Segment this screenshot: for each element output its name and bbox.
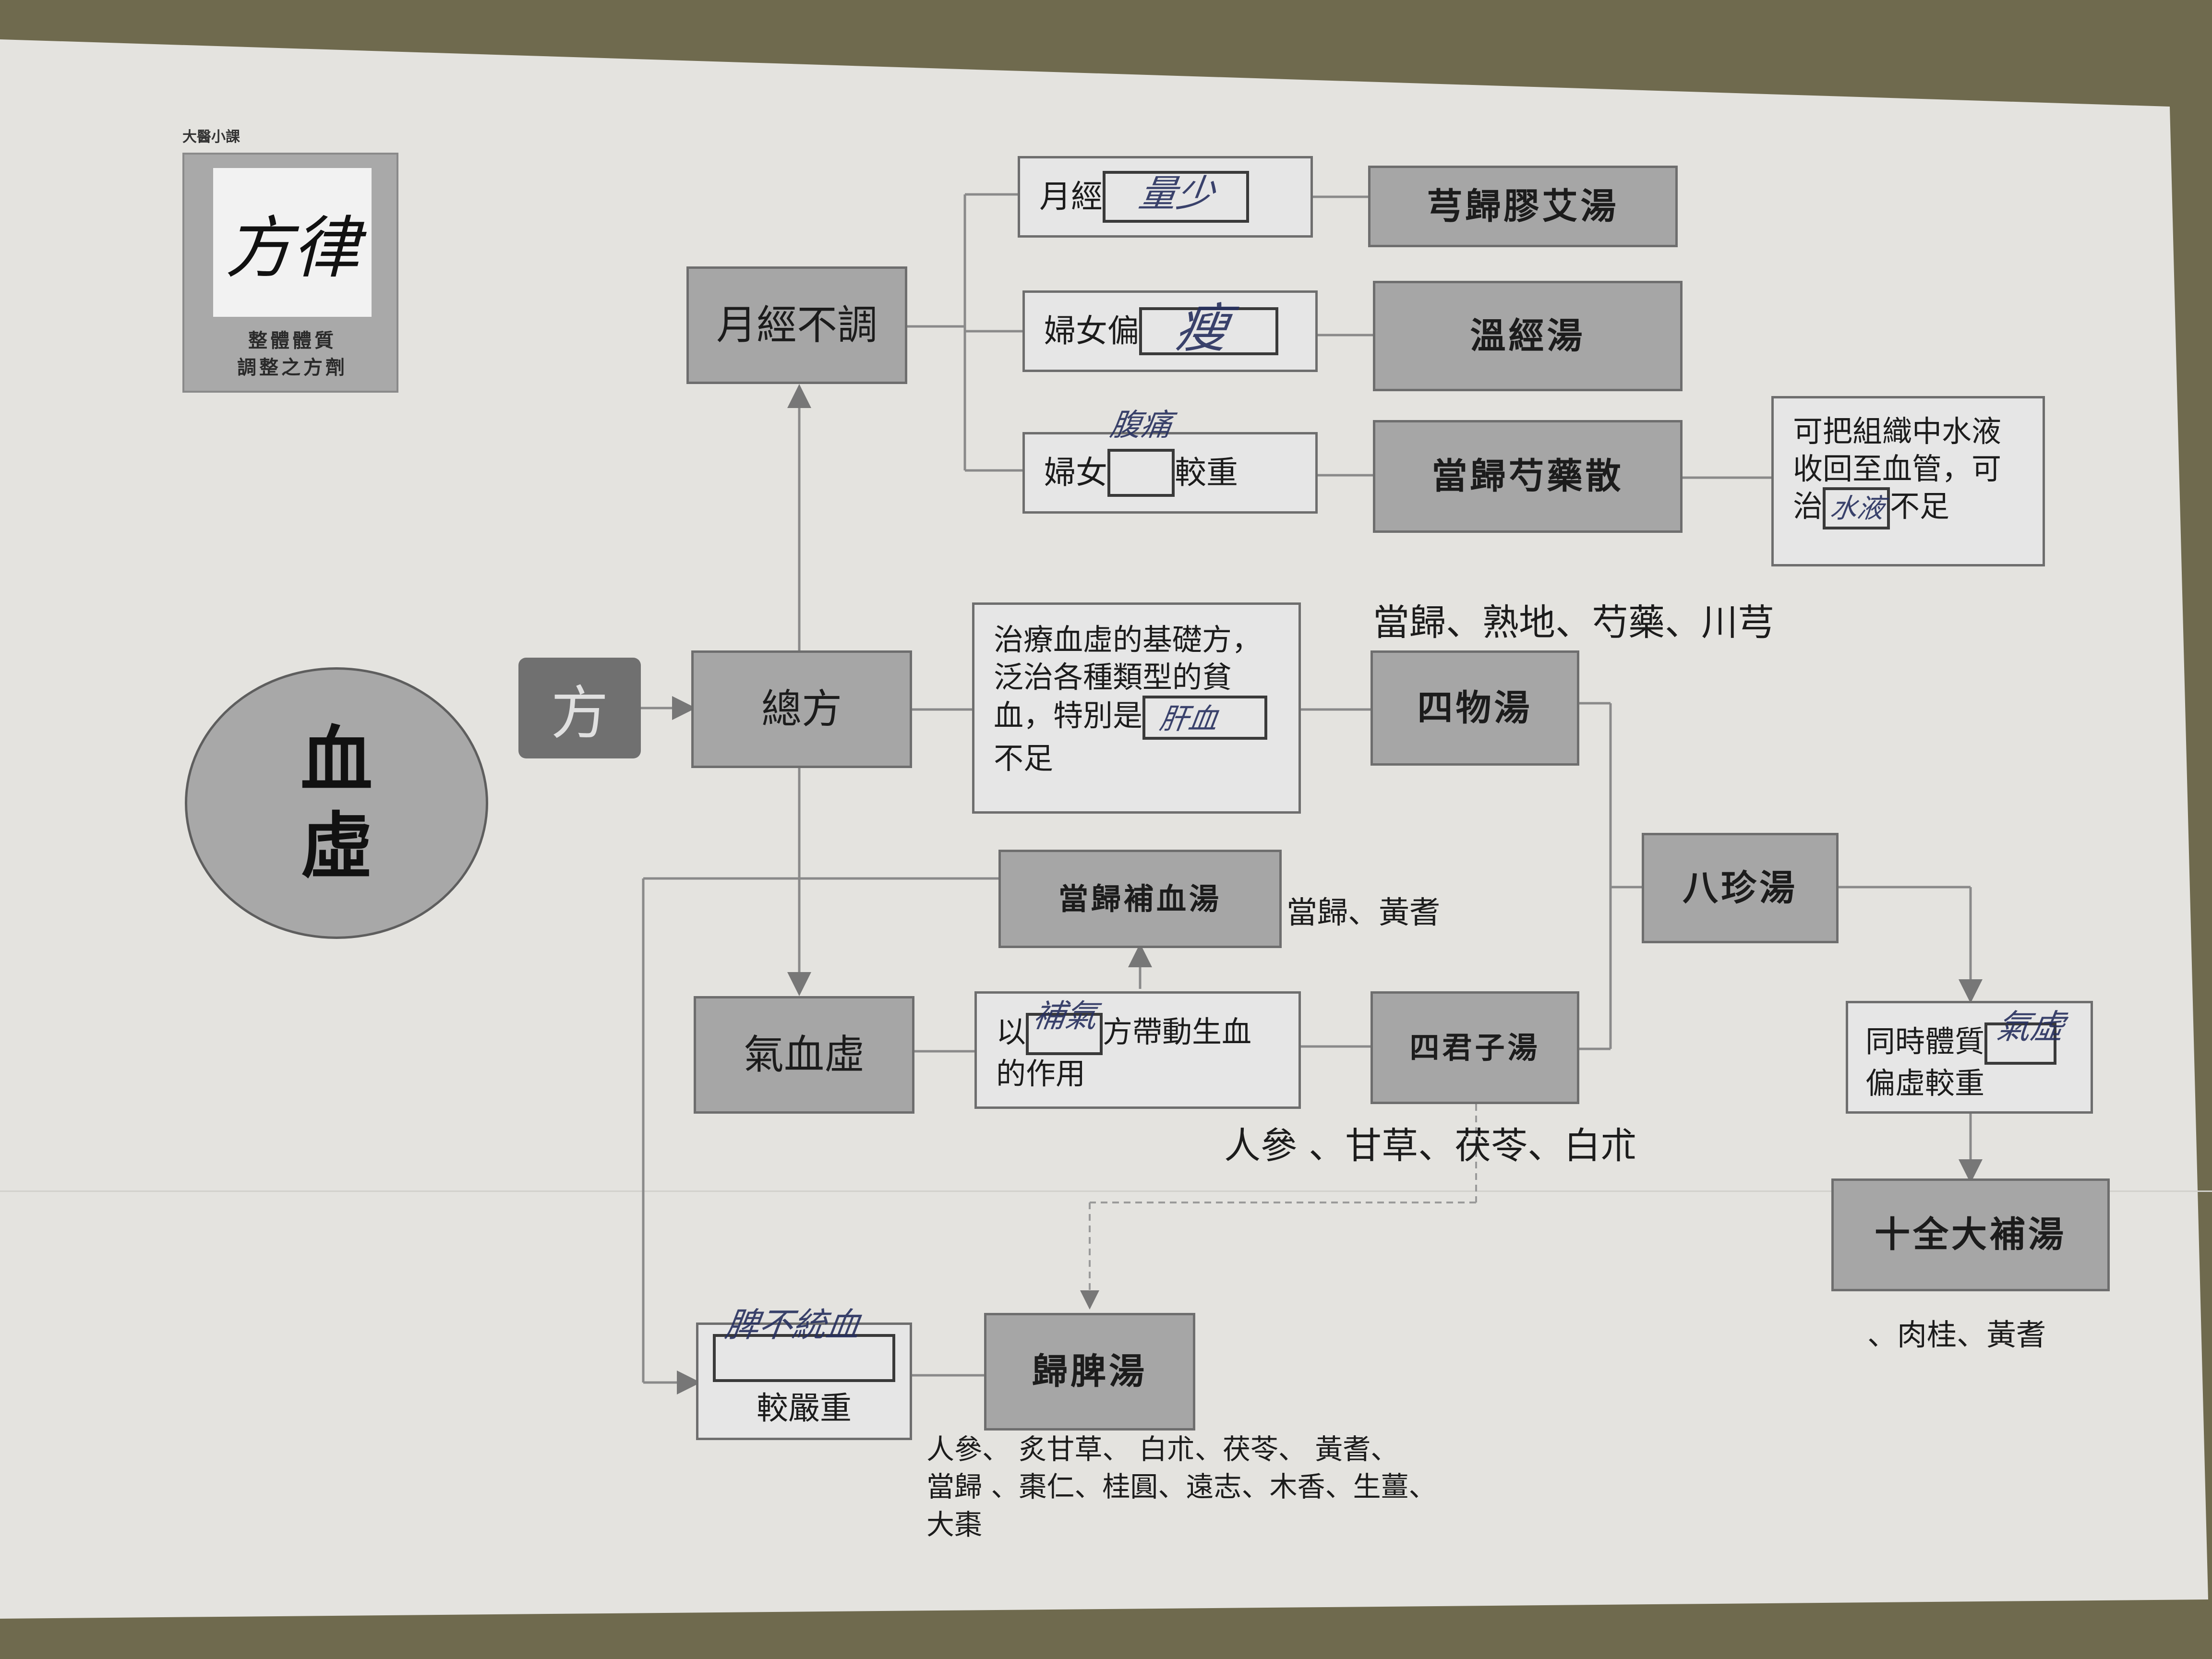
cond3-suffix: 較重 [1175,454,1238,491]
ingredients-shiquan: 、肉桂、黃耆 [1867,1317,2046,1352]
formula-guipi: 歸脾湯 [984,1313,1195,1431]
formula-bazhen: 八珍湯 [1642,833,1839,943]
desc-basis-line4: 不足 [994,741,1054,776]
logo-caption-line1: 整體體質 [248,330,337,352]
desc-basis: 治療血虛的基礎方， 泛治各種類型的貧 血，特別是肝血 不足 [972,602,1301,814]
cond-fuyu-futong: 婦女 腹痛 較重 [1022,408,1318,514]
desc-shuiye-line3: 治水液不足 [1793,487,2001,529]
formula-wenjing: 溫經湯 [1373,281,1683,391]
desc-shuiye: 可把組織中水液 收回至血管，可 治水液不足 [1771,396,2045,566]
blank-4: 水液 [1823,487,1890,529]
desc-tizhi-l1: 同時體質 [1865,1024,1985,1059]
blank-6: 補氣 [1026,998,1103,1055]
desc-qi: 以補氣方帶動生血 的作用 [974,991,1301,1109]
xuexu-circle: 血 虛 [185,667,488,939]
node-qixuexu: 氣血虛 [694,996,914,1114]
desc-basis-line1: 治療血虛的基礎方， [994,622,1262,657]
desc-tizhi-line2: 偏虛較重 [1865,1066,1985,1101]
ingredients-guipi-line1: 人參、 炙甘草、 白朮、茯苓、 黃耆、 [926,1433,1399,1466]
blank-7: 氣虛 [1984,1007,2067,1065]
formula-sijunzi: 四君子湯 [1370,991,1579,1104]
ingredients-guipi-line2: 當歸 、棗仁、桂圓、遠志、木香、生薑、 [926,1470,1437,1503]
desc-shuiye-line2: 收回至血管，可 [1793,451,2002,486]
formula-xionggui-jiaoai: 芎歸膠艾湯 [1368,166,1678,247]
logo-caption-line2: 調整之方劑 [237,357,348,379]
ingredients-buxue: 當歸、黃耆 [1286,895,1440,931]
circle-char-1: 血 [300,718,373,802]
desc-shuiye-l3-suffix: 不足 [1890,489,1950,524]
handwritten-8: 脾不統血 [722,1305,863,1345]
paper-fold-line [0,1190,2212,1192]
desc-shuiye-l3-prefix: 治 [1793,489,1823,524]
handwritten-2: 瘦 [1171,298,1233,359]
cond-yuejing-amount: 月經 量少 [1018,156,1313,238]
circle-char-2: 虛 [300,804,373,889]
desc-tizhi-line1: 同時體質氣虛 [1865,1007,2067,1065]
ingredients-sijunzi: 人參 、甘草、茯苓、白朮 [1224,1124,1637,1167]
cond-fuyu-shou: 婦女偏 瘦 [1022,290,1318,372]
cond2-prefix: 婦女偏 [1044,312,1139,349]
blank-8: 脾不統血 [713,1305,895,1382]
logo: 大醫小課 方律 整體體質 調整之方劑 [182,125,398,394]
node-zongfang: 總方 [691,650,912,768]
node-yuejing-butiao: 月經不調 [686,266,907,384]
cond-yanzhong: 脾不統血 較嚴重 [696,1305,912,1440]
handwritten-7: 氣虛 [1994,1007,2067,1046]
cond3-prefix: 婦女 [1044,454,1107,491]
formula-danggui-shaoyao: 當歸芍藥散 [1373,420,1683,533]
formula-siwu: 四物湯 [1370,650,1579,766]
logo-title: 方律 [213,168,372,317]
cond-yanzhong-suffix: 較嚴重 [757,1390,852,1427]
desc-basis-line2: 泛治各種類型的貧 [994,659,1232,695]
blank-2: 瘦 [1139,298,1278,359]
desc-basis-line3: 血，特別是肝血 [994,696,1268,740]
formula-shiquan-dabu: 十全大補湯 [1831,1178,2110,1291]
blank-5: 肝血 [1142,696,1268,740]
desc-qi-line2: 的作用 [996,1056,1086,1091]
desc-basis-l3-prefix: 血，特別是 [994,698,1143,733]
formula-danggui-buxue: 當歸補血湯 [998,850,1282,948]
handwritten-1: 量少 [1136,172,1217,216]
ingredients-guipi-line3: 大棗 [926,1508,983,1541]
handwritten-3: 腹痛 [1107,408,1175,443]
blank-1: 量少 [1103,171,1249,223]
desc-qi-l1-suffix: 方帶動生血 [1103,1014,1252,1050]
fang-label: 方 [518,658,641,758]
desc-qi-line1: 以補氣方帶動生血 [996,998,1252,1055]
handwritten-6: 補氣 [1031,998,1100,1034]
desc-tizhi: 同時體質氣虛 偏虛較重 [1846,1001,2093,1114]
desc-qi-l1-prefix: 以 [996,1014,1026,1050]
blank-3: 腹痛 [1107,408,1175,497]
handwritten-5: 肝血 [1157,702,1220,736]
ingredients-siwu: 當歸、熟地、芍藥、川芎 [1373,601,1774,644]
ingredients-guipi: 人參、 炙甘草、 白朮、茯苓、 黃耆、 當歸 、棗仁、桂圓、遠志、木香、生薑、 … [926,1431,1436,1543]
logo-header: 大醫小課 [182,129,240,145]
cond1-prefix: 月經 [1039,178,1103,215]
logo-caption: 整體體質 調整之方劑 [184,327,400,381]
logo-card: 方律 整體體質 調整之方劑 [182,153,398,393]
handwritten-4: 水液 [1828,493,1887,524]
desc-shuiye-line1: 可把組織中水液 [1793,414,2002,449]
